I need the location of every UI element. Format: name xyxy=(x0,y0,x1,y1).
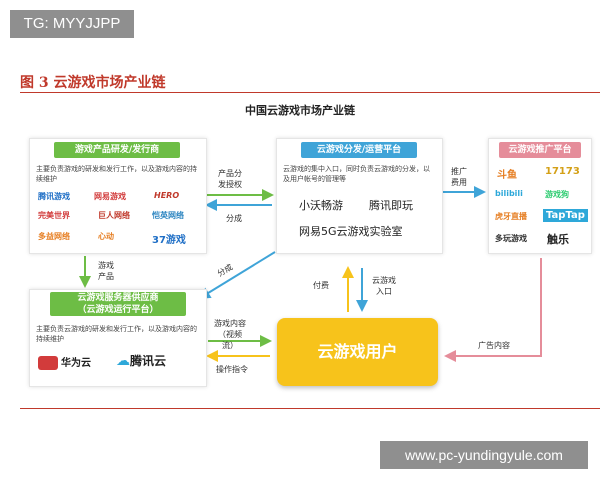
arrow-ad-content xyxy=(444,258,542,362)
platform-item-tencent-jiwan: 腾讯即玩 xyxy=(369,199,413,212)
watermark-bottom: www.pc-yundingyule.com xyxy=(380,441,588,469)
logo-perfect-world: 完美世界 xyxy=(38,211,70,220)
logo-netease-games: 网易游戏 xyxy=(94,192,126,201)
logo-duoyi: 多益网络 xyxy=(38,232,70,241)
tencent-cloud-label: 腾讯云 xyxy=(130,354,167,368)
label-payment: 付费 xyxy=(313,281,329,290)
service-header: 云游戏服务器供应商 （云游戏运行平台） xyxy=(50,292,186,316)
label-product-license: 产品分 发授权 xyxy=(218,169,242,189)
developer-desc: 主要负责游戏的研发和发行工作，以及游戏内容的持续维护 xyxy=(36,165,197,183)
label-revenue-share1: 分成 xyxy=(226,214,242,223)
logo-xd: 心动 xyxy=(98,232,114,241)
logo-youxigou: 游戏狗 xyxy=(545,190,569,199)
logo-chule: 触乐 xyxy=(547,233,569,246)
promo-header: 云游戏推广平台 xyxy=(499,142,581,158)
figure-title: 图 3 云游戏市场产业链 xyxy=(20,75,166,91)
huawei-cloud-label: 华为云 xyxy=(61,358,91,369)
logo-huya: 虎牙直播 xyxy=(495,212,527,221)
label-ad-content: 广告内容 xyxy=(478,341,510,350)
label-operation: 操作指令 xyxy=(216,365,248,374)
label-game-product: 游戏 产品 xyxy=(98,261,114,281)
logo-17173: 17173 xyxy=(545,166,580,177)
label-game-content: 游戏内容 （视频 流） xyxy=(214,319,246,350)
logo-giant: 巨人网络 xyxy=(98,211,130,220)
platform-header: 云游戏分发/运营平台 xyxy=(301,142,417,158)
huawei-flower-icon xyxy=(38,356,58,370)
logo-huawei-cloud: 华为云 xyxy=(38,354,91,370)
logo-duowan: 多玩游戏 xyxy=(495,234,527,243)
logo-douyu: 斗鱼 xyxy=(497,170,517,181)
logo-kaiying: 恺英网络 xyxy=(152,211,184,220)
diagram-title: 中国云游戏市场产业链 xyxy=(245,104,355,117)
logo-bilibili: bilibili xyxy=(495,189,523,198)
service-desc: 主要负责云游戏的研发和发行工作，以及游戏内容的持续维护 xyxy=(36,325,197,343)
service-box: 云游戏服务器供应商 （云游戏运行平台） 主要负责云游戏的研发和发行工作，以及游戏… xyxy=(29,289,207,387)
logo-taptap: TapTap xyxy=(543,209,588,222)
title-divider xyxy=(20,92,600,93)
developer-box: 游戏产品研发/发行商 主要负责游戏的研发和发行工作，以及游戏内容的持续维护 腾讯… xyxy=(29,138,207,254)
label-promo-fee: 推广 费用 xyxy=(451,167,467,187)
tencent-cloud-icon: ☁ xyxy=(116,353,130,369)
service-title-line1: 云游戏服务器供应商 xyxy=(77,293,159,303)
developer-header: 游戏产品研发/发行商 xyxy=(54,142,180,158)
promo-box: 云游戏推广平台 斗鱼 17173 bilibili 游戏狗 虎牙直播 TapTa… xyxy=(488,138,592,254)
platform-desc: 云游戏的集中入口，同时负责云游戏的分发，以及用户帐号的管理等 xyxy=(283,165,430,183)
arrow-share2 xyxy=(198,251,276,300)
service-title-line2: （云游戏运行平台） xyxy=(77,305,159,315)
logo-tencent-games: 腾讯游戏 xyxy=(38,192,70,201)
watermark-top: TG: MYYJJPP xyxy=(10,10,134,38)
cloud-game-user-box: 云游戏用户 xyxy=(277,318,438,386)
logo-37games: 37游戏 xyxy=(152,235,186,246)
platform-box: 云游戏分发/运营平台 云游戏的集中入口，同时负责云游戏的分发，以及用户帐号的管理… xyxy=(276,138,443,254)
platform-item-netease-5g: 网易5G云游戏实验室 xyxy=(299,225,403,238)
platform-item-xiaowo: 小沃畅游 xyxy=(299,199,343,212)
bottom-divider xyxy=(20,408,600,409)
logo-tencent-cloud: ☁腾讯云 xyxy=(116,352,166,369)
label-entry: 云游戏 入口 xyxy=(372,276,396,296)
logo-hero: HERO xyxy=(154,191,180,200)
